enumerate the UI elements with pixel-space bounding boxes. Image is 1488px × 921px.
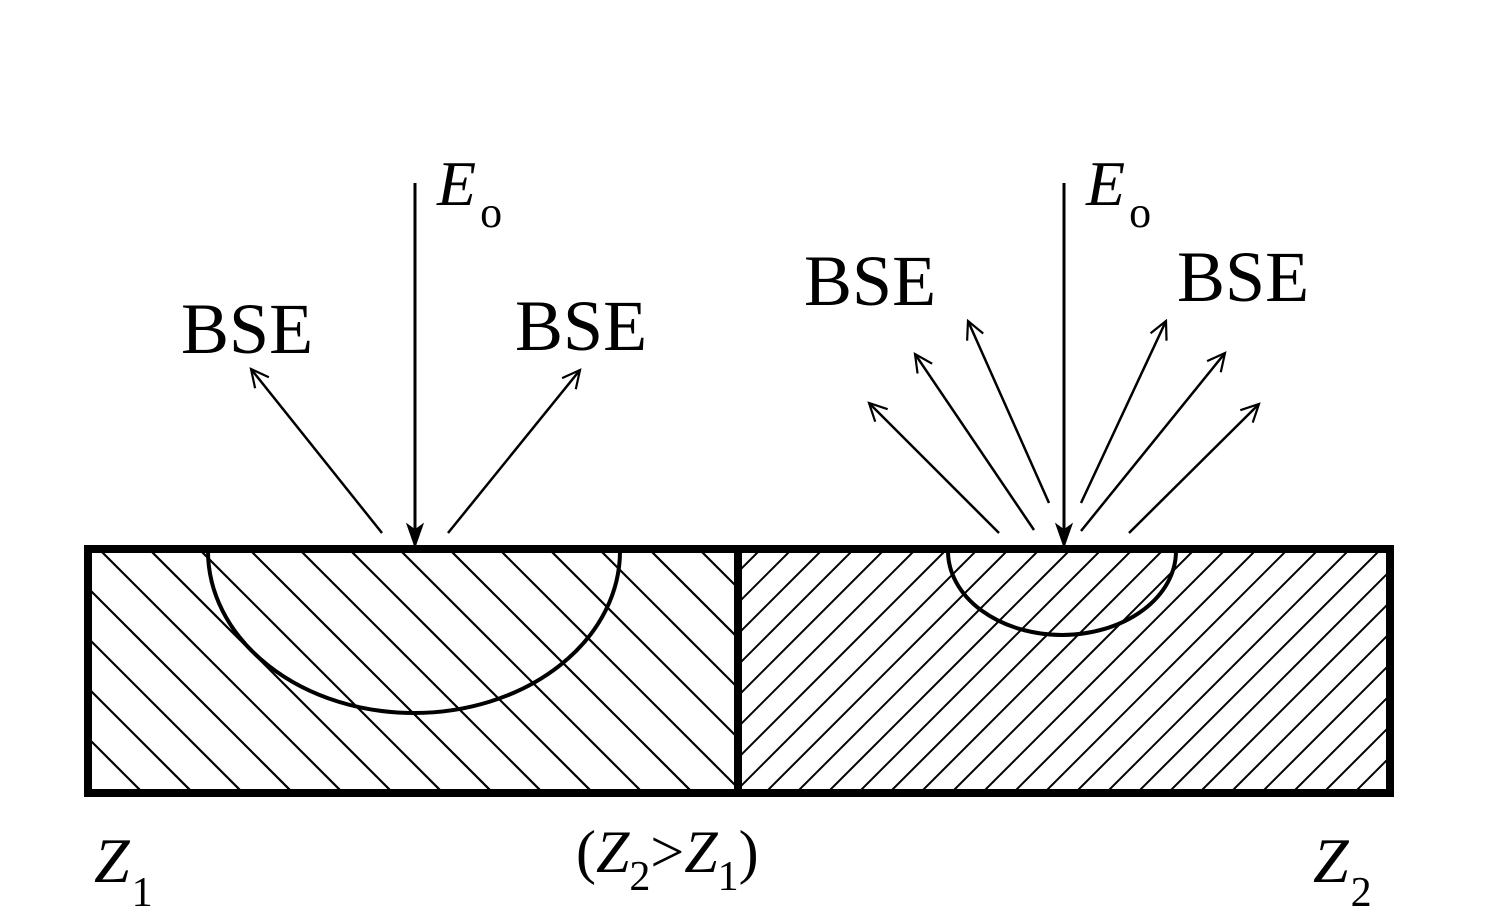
hatch-line: [650, 400, 1150, 900]
hatch-line: [738, 551, 885, 698]
z-subscript: 2: [1351, 870, 1372, 916]
hatch-line: [1106, 551, 1350, 791]
hatch-line: [99, 551, 343, 791]
greater-than: >: [650, 819, 684, 885]
bse-arrow: [1128, 404, 1259, 534]
z-subscript: 1: [132, 870, 153, 916]
close-paren: ): [739, 819, 759, 885]
hatch-line: [1385, 788, 1388, 791]
hatch-line: [1100, 400, 1488, 900]
hatch-line: [399, 551, 643, 791]
hatch-line: [765, 551, 1009, 791]
hatch-line: [1168, 571, 1388, 791]
hatch-line: [499, 551, 738, 790]
bse-arrow: [447, 370, 580, 534]
material-label-z2: Z2: [1313, 825, 1372, 916]
z2-interaction-volume: [946, 550, 1178, 637]
hatch-line: [299, 551, 543, 791]
hatch-line: [738, 551, 823, 636]
hatch-line: [1464, 400, 1488, 900]
hatch-line: [800, 400, 1300, 900]
hatch-line: [951, 551, 1195, 791]
hatch-line: [1000, 400, 1488, 900]
bse-arrow: [968, 321, 1051, 504]
hatch-line: [796, 551, 1040, 791]
z1-subscript: 1: [718, 854, 739, 900]
hatch-line: [827, 551, 1071, 791]
hatch-line: [199, 551, 443, 791]
beam-symbol: E: [436, 148, 476, 219]
material-label-z1: Z1: [94, 825, 153, 916]
hatch-line: [982, 551, 1226, 791]
hatch-line: [1433, 400, 1488, 900]
hatch-line: [738, 551, 978, 791]
beam-label-left: Eo: [436, 148, 502, 237]
hatch-line: [738, 551, 947, 760]
hatch-line: [349, 551, 593, 791]
bse-label-left-2: BSE: [515, 286, 647, 366]
beam-subscript: o: [480, 188, 502, 237]
bse-label-right-2: BSE: [1177, 237, 1309, 317]
atomic-number-comparison: (Z2>Z1): [576, 819, 759, 900]
hatch-line: [1340, 400, 1488, 900]
z1-interaction-volume: [206, 550, 622, 715]
hatch-line: [599, 551, 738, 690]
bse-arrow: [869, 403, 1000, 534]
hatch-line: [1402, 400, 1488, 900]
hatch-line: [920, 551, 1164, 791]
hatch-line: [90, 588, 293, 791]
hatch-line: [1013, 551, 1257, 791]
hatch-line: [249, 551, 493, 791]
bse-arrow: [251, 369, 383, 534]
bse-arrow: [1080, 353, 1225, 532]
hatch-line: [1044, 551, 1288, 791]
hatch-line: [1230, 633, 1388, 791]
z2-symbol: Z: [596, 819, 630, 885]
hatch-line: [0, 400, 50, 900]
hatch-line: [738, 551, 854, 667]
hatch-line: [1050, 400, 1488, 900]
hatch-line: [1075, 551, 1319, 791]
beam-subscript: o: [1129, 188, 1151, 237]
hatch-line: [1137, 551, 1381, 791]
hatch-line: [449, 551, 693, 791]
hatch-line: [131, 400, 631, 900]
hatch-line: [1323, 726, 1388, 791]
hatch-line: [889, 551, 1133, 791]
hatch-line: [549, 551, 738, 740]
open-paren: (: [576, 819, 596, 885]
hatch-line: [738, 551, 916, 729]
bse-label-right-1: BSE: [804, 241, 936, 321]
z-symbol: Z: [1313, 825, 1350, 896]
hatch-line: [1199, 602, 1388, 791]
bse-arrow: [915, 354, 1036, 531]
z1-symbol: Z: [684, 819, 718, 885]
hatch-line: [858, 551, 1102, 791]
beam-label-right: Eo: [1085, 148, 1151, 237]
beam-symbol: E: [1085, 148, 1125, 219]
hatch-line: [90, 638, 243, 791]
hatch-line: [950, 400, 1450, 900]
z2-subscript: 2: [629, 854, 650, 900]
hatch-line: [1354, 757, 1388, 791]
hatch-line: [850, 400, 1350, 900]
z-symbol: Z: [94, 825, 131, 896]
bse-label-left-1: BSE: [181, 289, 313, 369]
bse-arrow: [1079, 321, 1166, 504]
z2-material-hatching: [131, 400, 1488, 900]
